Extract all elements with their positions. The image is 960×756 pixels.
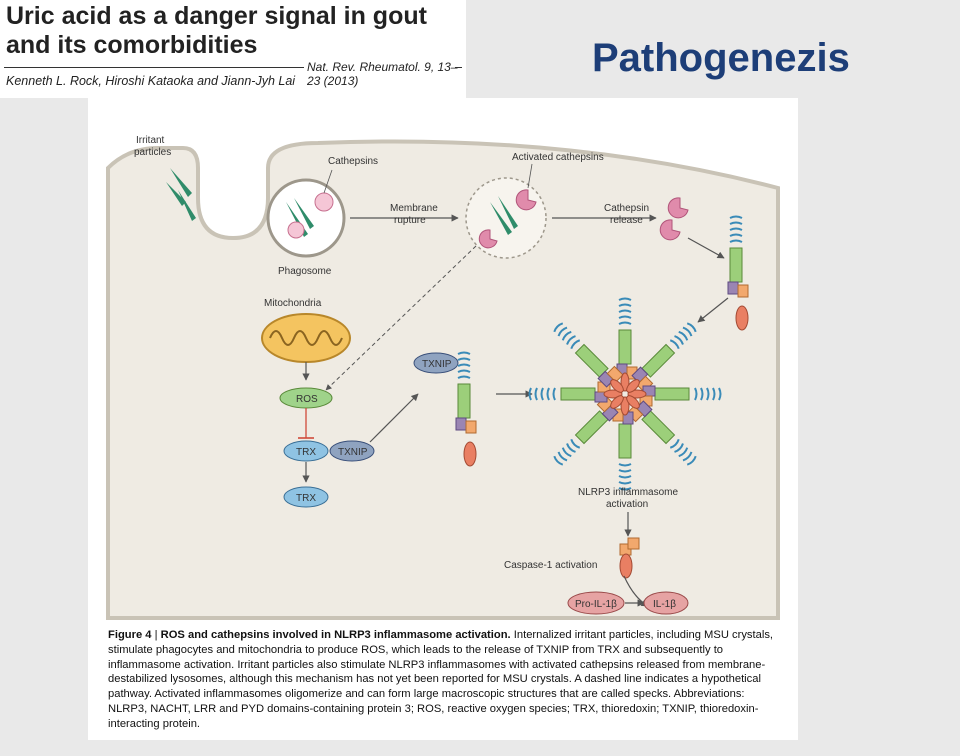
citation-journal: Nat. Rev. Rheumatol. 9, 13–23 (2013) [307,60,458,88]
trx-label: TRX [296,493,316,504]
cathepsin-release-label-2: release [610,215,643,226]
figure-caption: Figure 4 | ROS and cathepsins involved i… [108,629,774,730]
caspase-label: Caspase-1 activation [504,560,597,571]
membrane-rupture-label-2: rupture [394,215,426,226]
irritant-particles-icon [166,168,196,221]
citation-box: Uric acid as a danger signal in gout and… [0,0,466,98]
cathepsin-release-label: Cathepsin [604,203,649,214]
nlrp3-activation-label: NLRP3 inflammasome [578,487,678,498]
mitochondria-label: Mitochondria [264,298,322,309]
il-node [643,591,689,615]
cell-cytoplasm [106,139,780,620]
irritant-particles-label-2: particles [134,147,171,158]
activated-cathepsin-icon [659,219,681,241]
cathepsin-icon [287,221,305,239]
pro-il-node [567,591,625,615]
nlrp3-activation-label-2: activation [606,499,648,510]
txnip-node [413,352,459,374]
citation-title-line1: Uric acid as a danger signal in gout [6,2,427,30]
caption-label: Figure 4 [108,629,152,641]
txnip-label: TXNIP [422,359,452,370]
caption-body: Internalized irritant particles, includi… [108,629,774,730]
citation-authors: Kenneth L. Rock, Hiroshi Kataoka and Jia… [6,74,296,88]
trx-label: TRX [296,447,316,458]
pathway-diagram: Irritant particles Cathepsins Phagosome … [106,135,780,620]
activated-cathepsin-icon [478,229,498,249]
irritant-particles-label: Irritant [136,135,165,146]
membrane-rupture-label: Membrane [390,203,438,214]
activated-cathepsin-icon [515,189,537,211]
nlrp3-monomer-icon [455,351,477,467]
trx-node [283,486,329,508]
activated-cathepsins-label: Activated cathepsins [512,152,604,163]
cathepsins-label: Cathepsins [328,156,378,167]
caption-title: ROS and cathepsins involved in NLRP3 inf… [160,629,511,641]
citation-title: Uric acid as a danger signal in gout and… [6,2,466,60]
citation-rule-end [455,67,462,68]
cathepsin-icon [314,192,334,212]
activated-cathepsin-icon [667,197,689,219]
ruptured-phagosome [465,177,547,259]
crystal-icon [490,196,518,235]
txnip-node [329,440,375,462]
pro-il-label: Pro-IL-1β [575,599,617,610]
il-label: IL-1β [653,599,676,610]
phagosome-label: Phagosome [278,266,332,277]
trx-node [283,440,329,462]
txnip-label: TXNIP [338,447,368,458]
caspase-icon [619,537,640,579]
inflammasome-speck-icon [528,297,722,491]
nlrp3-monomer-icon [727,215,749,331]
slide-title: Pathogenezis [592,36,850,80]
ros-label: ROS [296,394,318,405]
citation-title-line2: and its comorbidities [6,31,258,59]
figure-panel: Irritant particles Cathepsins Phagosome … [88,98,798,740]
citation-rule [4,67,304,68]
